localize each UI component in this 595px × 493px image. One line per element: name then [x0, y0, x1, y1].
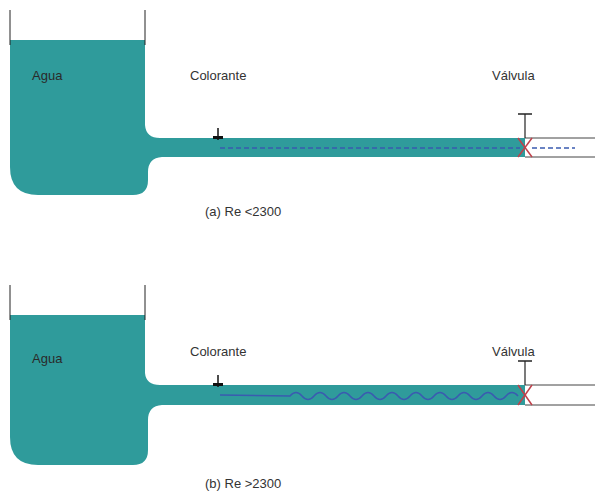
tank-label: Agua — [32, 68, 62, 83]
part-label: Colorante — [190, 68, 246, 83]
valve — [518, 385, 532, 405]
dye-streak — [220, 147, 520, 149]
valve — [518, 138, 532, 157]
dye-injector — [213, 136, 223, 139]
valve — [518, 385, 532, 405]
tank-wall — [10, 10, 11, 45]
tank-wall — [145, 10, 146, 45]
caption-label: (b) Re >2300 — [205, 476, 281, 491]
part-label: Colorante — [190, 344, 246, 359]
pipe-outline — [525, 157, 595, 158]
water-tank-node: Agua — [10, 315, 148, 465]
part-label: Válvula — [492, 68, 535, 83]
water-tank — [10, 40, 525, 195]
valve-handle — [518, 360, 532, 362]
caption-label: (a) Re <2300 — [205, 204, 281, 219]
valve-stem — [524, 361, 525, 385]
water-tank — [10, 315, 525, 465]
dye-streak — [532, 147, 575, 149]
pipe-outline — [525, 405, 595, 406]
part-label: Válvula — [492, 344, 535, 359]
turbulent-dye — [220, 393, 518, 400]
pipe-outline — [525, 138, 595, 139]
valve-handle — [518, 113, 532, 115]
valve — [518, 138, 532, 157]
tank-wall — [145, 285, 146, 320]
tank-label: Agua — [32, 351, 62, 366]
tank-wall — [10, 285, 11, 320]
water-tank-node: Agua — [10, 40, 148, 195]
pipe-outline — [525, 385, 595, 386]
valve-stem — [524, 114, 525, 138]
dye-injector — [213, 383, 223, 386]
